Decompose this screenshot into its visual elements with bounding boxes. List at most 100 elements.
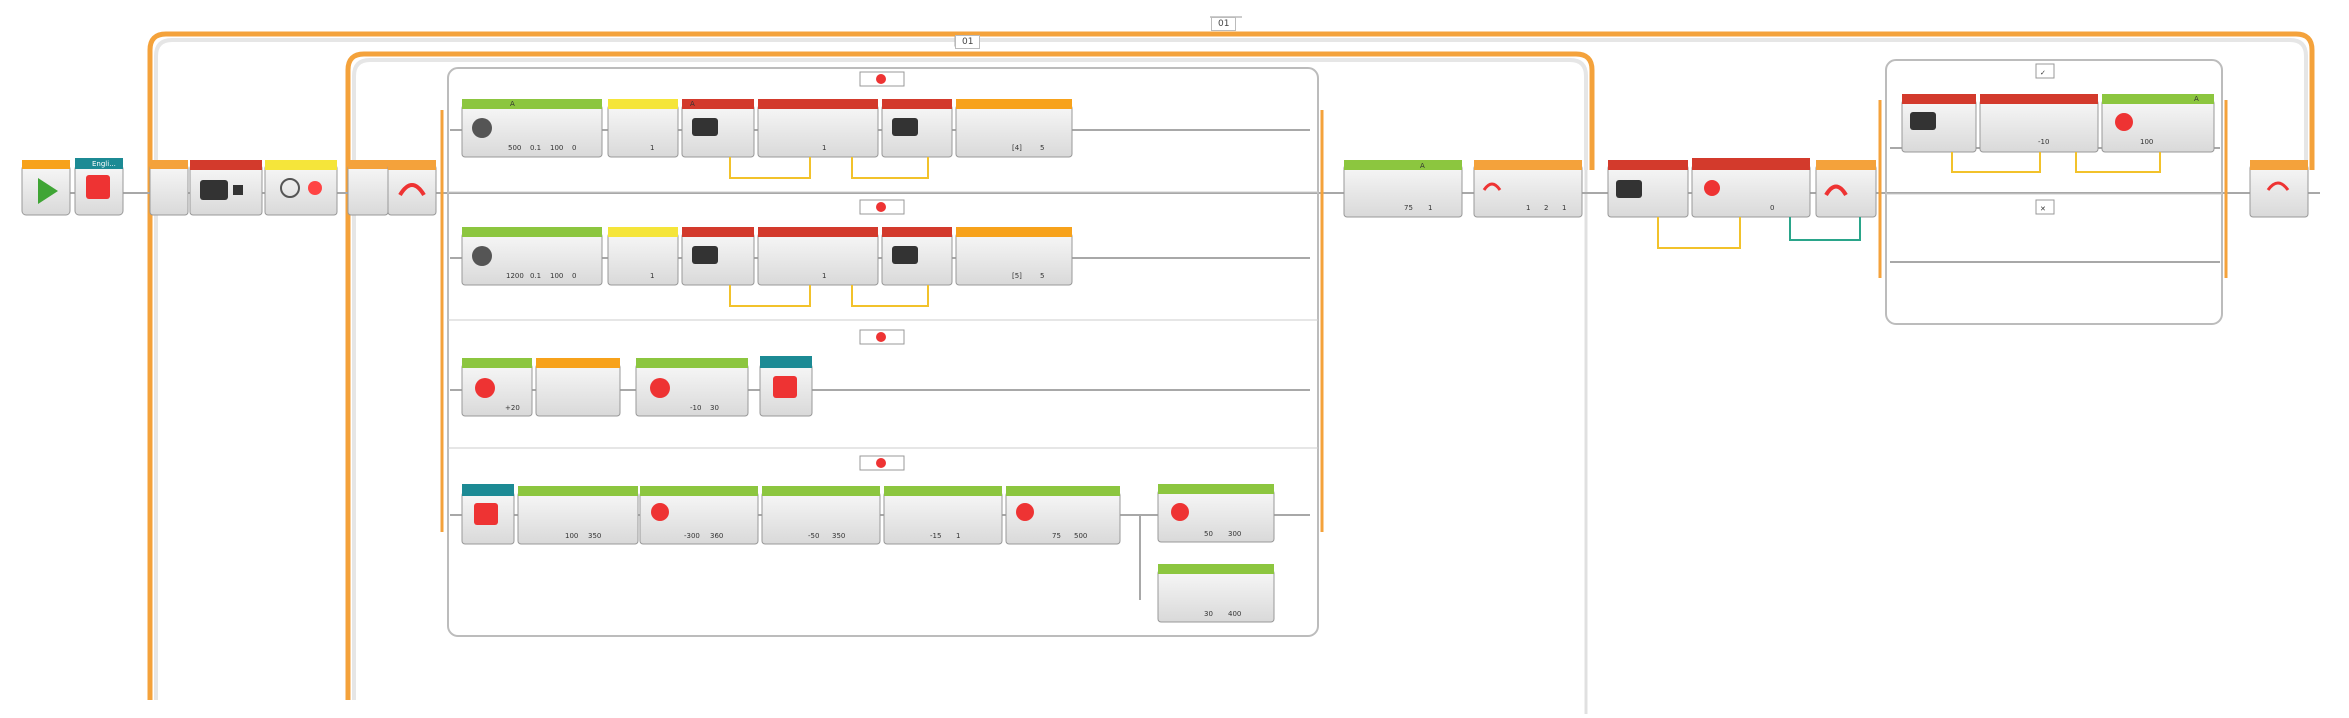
row1-cmp-value[interactable]: 1 [822, 144, 826, 152]
row4-motor-4[interactable] [883, 486, 1003, 545]
row2-param-0[interactable]: 1200 [506, 272, 524, 280]
row3-myblock[interactable] [759, 356, 813, 417]
middle-cmp-3[interactable]: 1 [1562, 204, 1566, 212]
row4-m6-a[interactable]: 50 [1204, 530, 1213, 538]
row1-param-1[interactable]: 0.1 [530, 144, 541, 152]
outer-loop-top-label[interactable]: 01 [1211, 17, 1237, 31]
suitcase-icon [200, 180, 228, 200]
switch-container [440, 67, 1324, 637]
row3-motorA-value[interactable]: +20 [505, 404, 520, 412]
row2-wait-value[interactable]: 1 [650, 272, 654, 280]
loop-interrupt-compare[interactable] [1473, 160, 1583, 218]
row4-m2-a[interactable]: -300 [684, 532, 700, 540]
row2-param-2[interactable]: 100 [550, 272, 563, 280]
row3-motor-a[interactable] [461, 358, 533, 417]
wait-block-1[interactable] [264, 160, 338, 216]
row2-display-value[interactable]: [5] [1012, 272, 1022, 280]
row2-wait-block[interactable] [607, 227, 679, 286]
row1-display-value2[interactable]: 5 [1040, 144, 1044, 152]
row4-m7-b[interactable]: 400 [1228, 610, 1241, 618]
row4-motor-7[interactable] [1157, 564, 1275, 623]
inner-loop-start[interactable] [347, 160, 389, 216]
case-tab-2[interactable] [859, 199, 905, 215]
row1-sound-block[interactable] [461, 99, 603, 158]
outer-loop-end[interactable] [2249, 160, 2309, 218]
row1-param-3[interactable]: 0 [572, 144, 576, 152]
middle-motor-val2[interactable]: 1 [1428, 204, 1432, 212]
row4-m7-a[interactable]: 30 [1204, 610, 1213, 618]
switch-selector[interactable] [387, 160, 437, 216]
row4-myblock[interactable] [461, 484, 515, 545]
row4-m3-a[interactable]: -50 [808, 532, 819, 540]
row2-param-1[interactable]: 0.1 [530, 272, 541, 280]
row1-param-0[interactable]: 500 [508, 144, 521, 152]
row1-display-value[interactable]: [4] [1012, 144, 1022, 152]
right-var-read[interactable] [1901, 94, 1977, 153]
row3-sensor-wait[interactable] [535, 358, 621, 417]
row2-math-block[interactable] [757, 227, 879, 286]
middle-cmp-2[interactable]: 2 [1544, 204, 1548, 212]
right-tab-true-text[interactable]: ✓ [2040, 69, 2046, 77]
row4-motor-3[interactable] [761, 486, 881, 545]
right-tab-false-text[interactable]: ✕ [2040, 205, 2046, 213]
row2-variable-write[interactable] [881, 227, 953, 286]
outer-loop-start[interactable] [149, 160, 189, 216]
row3-port-a[interactable]: A [510, 100, 515, 108]
variable-icon [233, 185, 243, 195]
row3-motorB-value1[interactable]: -10 [690, 404, 701, 412]
outer-loop-label[interactable]: 01 [955, 35, 981, 49]
row4-m6-b[interactable]: 300 [1228, 530, 1241, 538]
middle-motor-port[interactable]: A [1420, 162, 1425, 170]
row4-motor-1[interactable] [517, 486, 639, 545]
right-case-true-tab[interactable] [2035, 63, 2055, 79]
myblock-icon [86, 175, 110, 199]
right-motor-value[interactable]: 100 [2140, 138, 2153, 146]
row4-m1-a[interactable]: 100 [565, 532, 578, 540]
case-tab-4[interactable] [859, 455, 905, 471]
right-math-value[interactable]: -10 [2038, 138, 2049, 146]
inner-loop[interactable] [345, 51, 1595, 714]
row1-param-2[interactable]: 100 [550, 144, 563, 152]
case-tab-1[interactable] [859, 71, 905, 87]
row4-m5-a[interactable]: 75 [1052, 532, 1061, 540]
right-switch-selector[interactable] [1815, 160, 1877, 218]
row2-cmp-value[interactable]: 1 [822, 272, 826, 280]
middle-compare-block[interactable] [1691, 158, 1811, 218]
row1-wait-value[interactable]: 1 [650, 144, 654, 152]
right-motor-port[interactable]: A [2194, 95, 2199, 103]
row2-sound-block[interactable] [461, 227, 603, 286]
middle-cmp-1[interactable]: 1 [1526, 204, 1530, 212]
row3-motor-b[interactable] [635, 358, 749, 417]
row2-variable-block[interactable] [681, 227, 755, 286]
row3-motorB-value2[interactable]: 30 [710, 404, 719, 412]
row2-display-value2[interactable]: 5 [1040, 272, 1044, 280]
case-tab-3[interactable] [859, 329, 905, 345]
middle-motor-val1[interactable]: 75 [1404, 204, 1413, 212]
row4-m1-b[interactable]: 350 [588, 532, 601, 540]
row1-variable-block[interactable] [681, 99, 755, 158]
row1-display-block[interactable] [955, 99, 1073, 158]
middle-motor-block[interactable] [1343, 160, 1463, 218]
variable-write-block[interactable] [189, 160, 263, 216]
row4-m5-b[interactable]: 500 [1074, 532, 1087, 540]
middle-variable-block[interactable] [1607, 160, 1689, 218]
row4-motor-2[interactable] [639, 486, 759, 545]
right-motor-block[interactable] [2101, 94, 2215, 153]
row1-math-block[interactable] [757, 99, 879, 158]
my-block-1[interactable] [74, 158, 124, 216]
row4-m3-b[interactable]: 350 [832, 532, 845, 540]
row4-m2-b[interactable]: 360 [710, 532, 723, 540]
row3-port-b[interactable]: A [690, 100, 695, 108]
row1-wait-block[interactable] [607, 99, 679, 158]
middle-var-cmp[interactable]: 0 [1770, 204, 1774, 212]
row1-variable-write[interactable] [881, 99, 953, 158]
start-block[interactable] [21, 160, 71, 216]
right-switch-container [1878, 59, 2228, 325]
row4-motor-6[interactable] [1157, 484, 1275, 543]
row4-motor-5[interactable] [1005, 486, 1121, 545]
row4-m4-a[interactable]: -15 [930, 532, 941, 540]
right-case-false-tab[interactable] [2035, 199, 2055, 215]
row4-m4-b[interactable]: 1 [956, 532, 960, 540]
row2-display-block[interactable] [955, 227, 1073, 286]
row2-param-3[interactable]: 0 [572, 272, 576, 280]
